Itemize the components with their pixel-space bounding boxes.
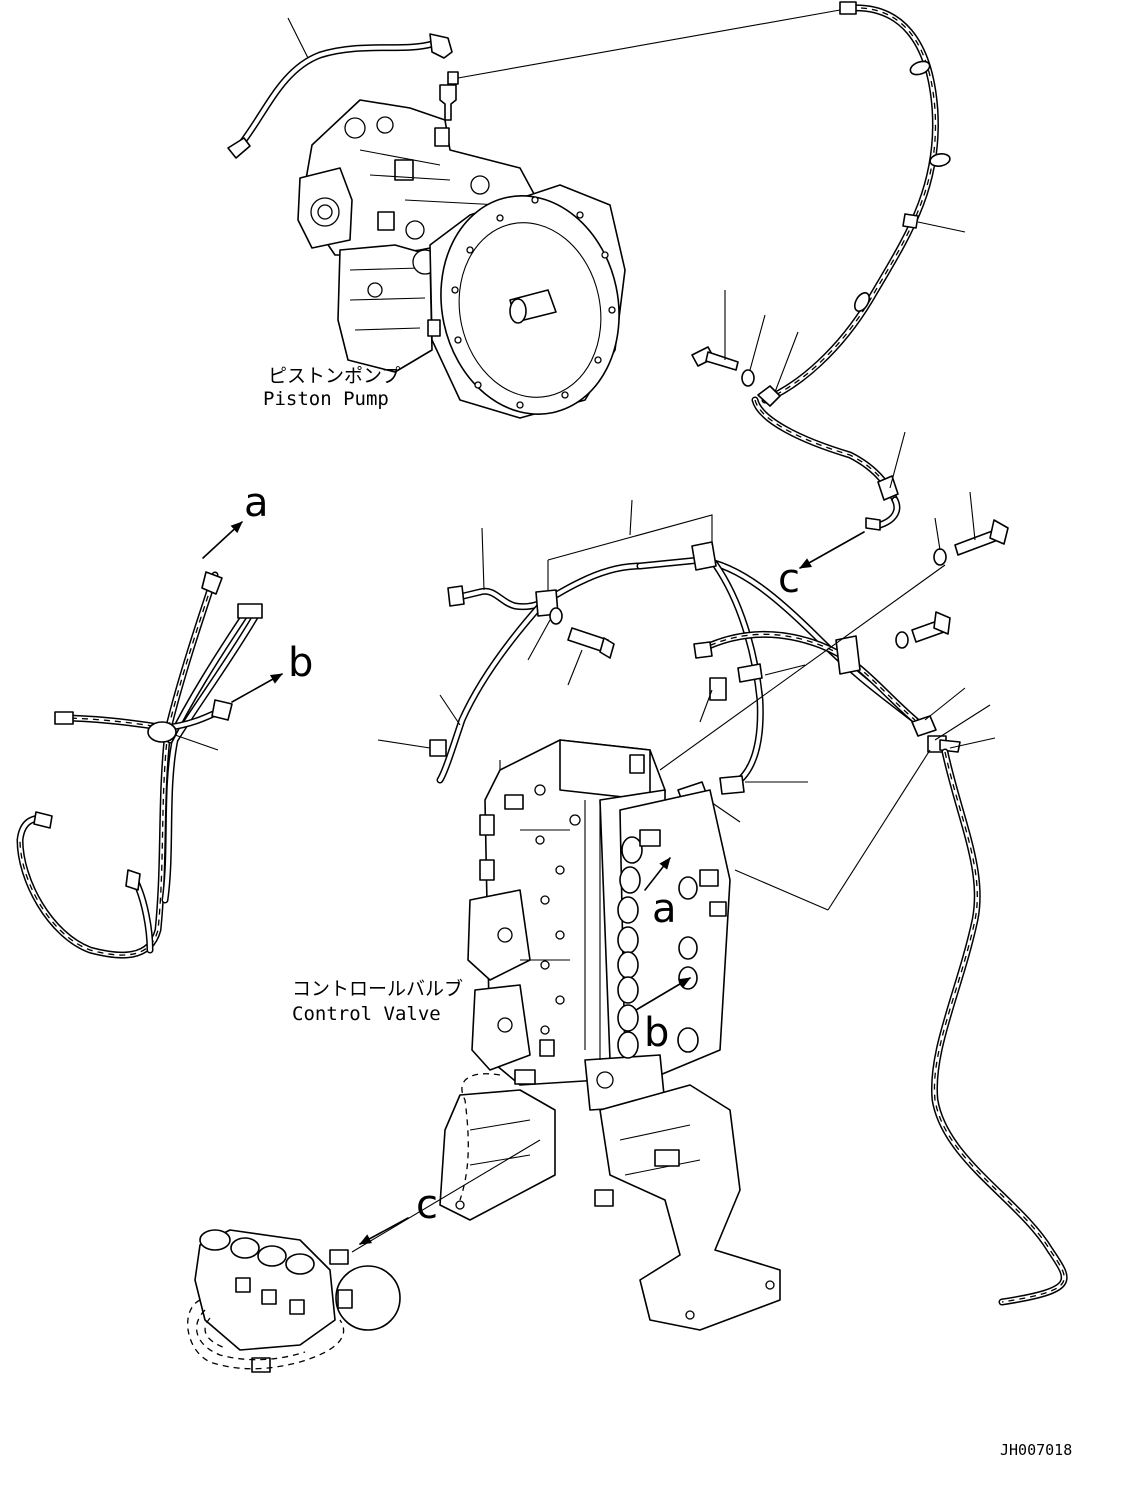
ref-b-valve: b [644, 1010, 669, 1056]
solenoid-valve-assembly [187, 1229, 401, 1373]
control-valve-label-en: Control Valve [292, 1003, 441, 1025]
left-hose-bundle [16, 571, 263, 959]
control-valve [467, 739, 731, 1111]
piston-pump [297, 71, 626, 419]
ref-a-valve: a [652, 886, 677, 932]
piston-pump-label-en: Piston Pump [263, 388, 389, 410]
pump-drain-hose [227, 33, 453, 159]
control-valve-hoses [429, 541, 961, 807]
mid-right-hose [751, 396, 901, 531]
ref-b-left: b [288, 640, 313, 686]
lower-right-hose [930, 748, 1068, 1306]
ref-c-lower: c [416, 1182, 438, 1228]
control-valve-label-ja: コントロールバルブ [292, 977, 463, 1000]
bolt-washer-group-right [933, 519, 1009, 566]
ref-c-upper: c [778, 556, 800, 602]
ref-a-left: a [244, 480, 269, 526]
valve-mount-bracket [439, 1073, 781, 1331]
drawing-code: JH007018 [1000, 1441, 1072, 1459]
bolt-washer-group-upper [691, 346, 781, 407]
upper-right-hose [761, 1, 951, 404]
piston-pump-label-ja: ピストンポンプ [268, 365, 400, 387]
